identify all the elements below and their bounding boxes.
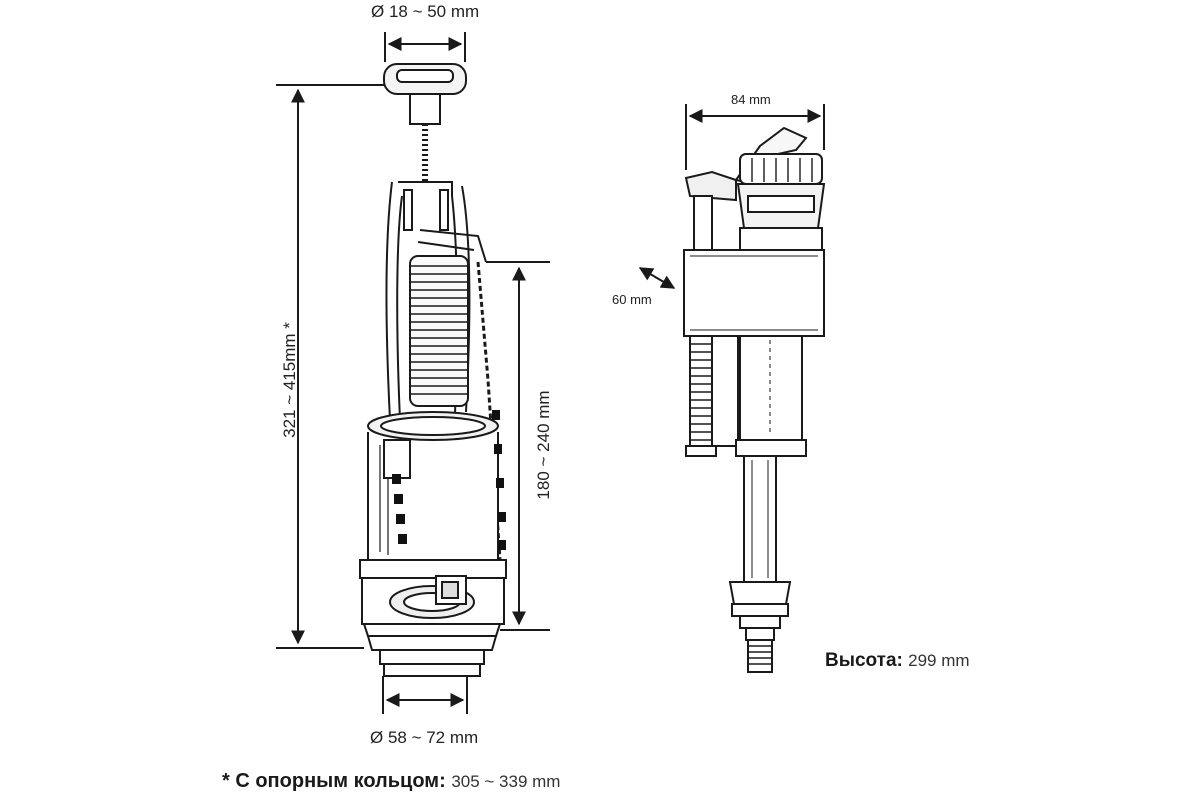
spring-shaft [685,335,807,457]
valve-body [367,410,506,561]
float-housing [683,249,825,337]
overflow-coil [409,255,469,407]
fill-valve-depth-label: 60 mm [612,292,652,307]
base-diameter-label: Ø 58 ~ 72 mm [370,728,479,747]
total-height-label: 321 ~ 415mm * [280,322,299,438]
button-diameter-label: Ø 18 ~ 50 mm [371,2,480,21]
flush-valve-drawing [359,63,507,677]
fill-valve-height: Высота: 299 mm [825,650,970,672]
flush-valve-dimensions [276,32,550,714]
adjustable-height-label: 180 ~ 240 mm [534,390,553,500]
fill-valve-drawing [683,126,826,673]
seal-section [359,559,507,677]
fill-valve-dimensions [638,104,825,289]
valve-head [684,126,826,253]
cage-frame [385,181,487,421]
footnote: * С опорным кольцом: 305 ~ 339 mm [222,770,560,793]
footnote-label: * С опорным кольцом: [222,770,446,792]
push-button [383,63,467,182]
height-value: 299 mm [908,651,970,670]
height-label: Высота: [825,650,903,671]
inlet-stem [728,455,792,673]
fill-valve-width-label: 84 mm [731,92,771,107]
footnote-value: 305 ~ 339 mm [451,772,561,791]
